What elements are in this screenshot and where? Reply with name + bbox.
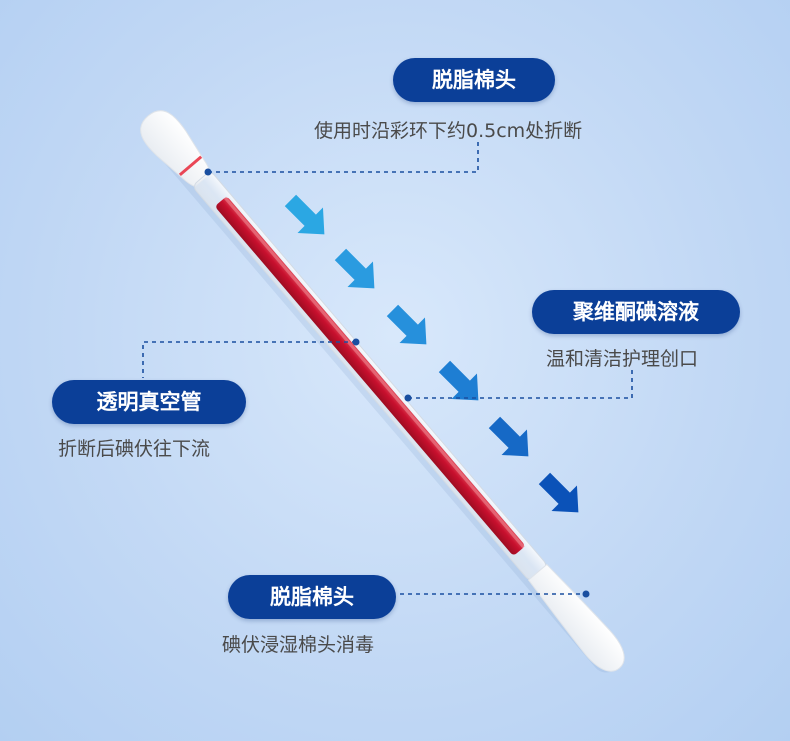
anchor-dot [582,590,590,598]
callout-top-desc: 使用时沿彩环下约0.5cm处折断 [314,120,583,142]
iodine-liquid [216,197,524,555]
anchor-dot [352,338,360,346]
arrow-down-right-icon [538,472,579,513]
callout-left-desc: 折断后碘伏往下流 [58,438,211,460]
arrow-down-right-icon [488,416,529,457]
callout-left-title: 透明真空管 [52,380,246,424]
arrow-down-right-icon [438,360,479,401]
leader-lines [142,138,633,595]
leader-right [408,368,633,399]
arrow-down-right-icon [284,194,325,235]
leader-top [208,138,479,173]
callout-bottom-desc: 碘伏浸湿棉头消毒 [222,634,375,656]
callout-bottom-title: 脱脂棉头 [228,575,396,619]
flow-arrows [284,194,579,513]
bottom-cotton-head [527,563,625,672]
callout-right-title: 聚维酮碘溶液 [532,290,740,334]
break-ring [178,155,203,177]
callout-top-title: 脱脂棉头 [393,58,555,102]
callout-right-desc: 温和清洁护理创口 [546,348,699,370]
anchor-dot [404,394,412,402]
anchor-dot [204,168,212,176]
arrow-down-right-icon [334,248,375,289]
arrow-down-right-icon [386,304,427,345]
